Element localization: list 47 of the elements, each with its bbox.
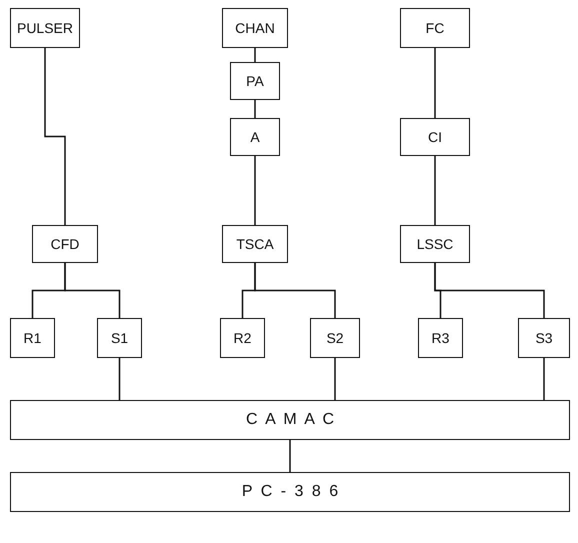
module-label: LSSC [416, 236, 454, 252]
module-box [230, 118, 280, 156]
module-label: FC [426, 20, 444, 36]
module-box [400, 118, 470, 156]
connector-line [254, 156, 256, 225]
module-box [400, 225, 470, 263]
module-label: PULSER [16, 20, 74, 36]
connector-line [44, 48, 66, 225]
connector-line [254, 100, 256, 118]
module-box [32, 225, 98, 263]
connector-line [289, 440, 291, 472]
module-box [222, 225, 288, 263]
module-box [97, 318, 142, 358]
module-box [400, 8, 470, 48]
module-label: PA [246, 73, 264, 89]
connector-line [543, 358, 545, 400]
connector-line [334, 358, 336, 400]
connector-line [118, 358, 120, 400]
module-label: CHAN [235, 20, 275, 36]
module-box [418, 318, 463, 358]
module-box [230, 62, 280, 100]
module-label: CI [428, 129, 442, 145]
module-label: C A M A C [246, 411, 334, 429]
module-label: S2 [326, 330, 344, 346]
connector-line [434, 263, 545, 318]
module-label: S1 [110, 330, 128, 346]
module-box [222, 8, 288, 48]
connector-line [254, 263, 336, 318]
module-label: R1 [24, 330, 42, 346]
module-label: S3 [535, 330, 553, 346]
module-label: R2 [234, 330, 252, 346]
module-box [310, 318, 360, 358]
connector-line [64, 263, 120, 318]
connector-line [434, 156, 436, 225]
module-box [10, 318, 55, 358]
module-box [10, 8, 80, 48]
module-label: P C - 3 8 6 [242, 483, 338, 501]
bus-box [10, 400, 570, 440]
module-label: A [250, 129, 260, 145]
connector-line [254, 48, 256, 62]
module-label: TSCA [236, 236, 274, 252]
module-box [518, 318, 570, 358]
module-label: CFD [50, 236, 80, 252]
bus-box [10, 472, 570, 512]
module-label: R3 [432, 330, 450, 346]
module-box [220, 318, 265, 358]
connector-line [434, 48, 436, 118]
